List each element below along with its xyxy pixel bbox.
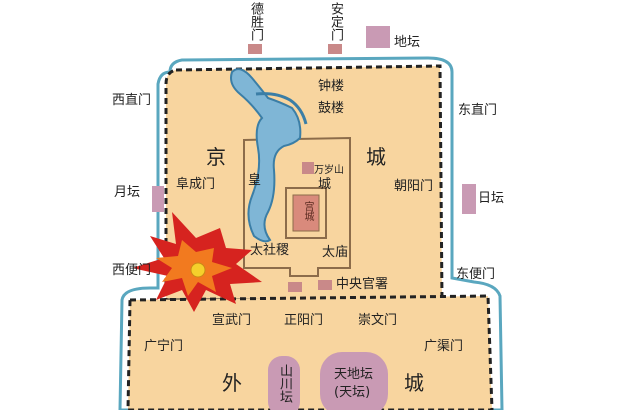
zhengyang-gate-label: 正阳门 [284,313,324,328]
yue-altar [152,186,164,212]
chaoyang-gate-label: 朝阳门 [394,179,434,194]
ri-altar [462,184,476,214]
jingcheng-char-1: 京 [206,145,226,169]
central-office-left [288,282,302,292]
xuanwu-gate-label: 宣武门 [212,313,252,328]
wansui-label: 万岁山 [314,165,344,176]
lake-channel [255,92,308,125]
desheng-gate-mark [248,44,262,54]
central-office-label: 中央官署 [336,277,389,292]
waicheng-char-2: 城 [404,371,424,395]
outer-moat [118,56,504,410]
desheng-gate-label: 德胜门 [248,2,263,41]
tiandi-altar-sublabel: (天坛) [334,385,371,400]
anding-gate-mark [328,44,342,54]
taisheji-label: 太社稷 [250,243,290,258]
dongzhi-gate-label: 东直门 [458,103,498,118]
palace-outer [285,187,327,239]
shanchuan-altar-label: 山川坛 [277,364,292,403]
xibian-gate-label: 西便门 [112,263,152,278]
central-office-right [318,280,332,290]
dongbian-gate-label: 东便门 [456,267,496,282]
outer-city [126,294,494,410]
shanchuan-altar [268,356,300,410]
jingcheng-char-2: 城 [366,145,386,169]
gulou-label: 鼓楼 [318,101,345,116]
huangcheng-char-1: 皇 [248,173,262,188]
huangcheng-char-2: 城 [318,177,332,192]
tiandi-altar [320,352,388,410]
zhonglou-label: 钟楼 [318,79,345,94]
wansui-marker [302,162,314,174]
fucheng-gate-label: 阜成门 [176,177,216,192]
di-altar-label: 地坛 [394,35,421,50]
taimiao-label: 太庙 [322,245,349,260]
yue-altar-label: 月坛 [114,185,141,200]
imperial-city [243,136,351,277]
lakes [230,68,302,243]
tiandi-altar-label: 天地坛 [334,367,374,382]
guangning-gate-label: 广宁门 [144,339,184,354]
di-altar [366,26,390,48]
anding-gate-label: 安定门 [328,2,343,41]
chongwen-gate-label: 崇文门 [358,313,398,328]
explosion-core [190,262,206,278]
xizhi-gate-label: 西直门 [112,93,152,108]
ri-altar-label: 日坛 [478,191,505,206]
palace [292,194,320,232]
waicheng-char-1: 外 [222,371,242,395]
guangqu-gate-label: 广渠门 [424,339,464,354]
palace-label: 宫城 [302,201,313,221]
